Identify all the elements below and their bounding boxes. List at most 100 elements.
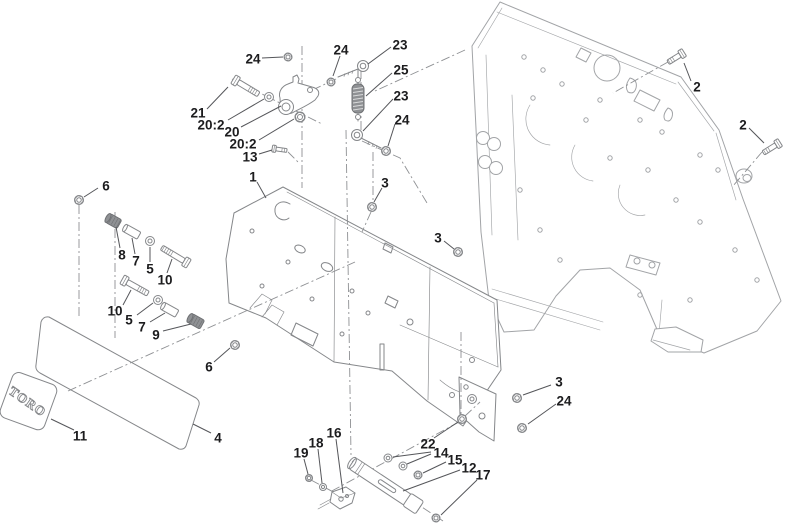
callout-label-13[interactable]: 13 — [242, 150, 258, 165]
leader-line — [83, 187, 99, 198]
callout-label-21[interactable]: 21 — [190, 106, 206, 121]
leader-line — [261, 56, 284, 59]
leader-line — [213, 347, 231, 363]
callout-label-9[interactable]: 9 — [152, 328, 160, 343]
nut-24-lower-right-icon — [517, 423, 527, 433]
hardware-layer — [74, 48, 783, 523]
callout-label-12[interactable]: 12 — [461, 461, 476, 476]
callout-label-3[interactable]: 3 — [434, 231, 442, 246]
callout-label-7[interactable]: 7 — [132, 254, 140, 269]
callout-label-20-2[interactable]: 20:2 — [197, 118, 224, 133]
main-frame-part-1 — [225, 186, 502, 442]
leader-line — [162, 323, 192, 332]
nut-3-lower-icon — [512, 393, 522, 403]
callout-label-24[interactable]: 24 — [333, 43, 349, 58]
washer-18-icon — [319, 483, 327, 491]
callout-label-23[interactable]: 23 — [393, 89, 409, 104]
nut-24-top-left-icon — [283, 52, 293, 62]
callout-label-23[interactable]: 23 — [392, 38, 408, 53]
callout-label-24[interactable]: 24 — [245, 52, 261, 67]
leader-line — [402, 469, 461, 492]
nut-6-lower-icon — [230, 340, 240, 350]
callout-label-10[interactable]: 10 — [107, 304, 122, 319]
leader-line — [440, 479, 478, 516]
nut-17-icon — [431, 513, 441, 523]
spring-eyebolt-top-part-23 — [337, 60, 369, 78]
washer-20-2-upper-icon — [264, 92, 274, 102]
callout-label-3[interactable]: 3 — [381, 176, 389, 191]
leader-line — [373, 187, 383, 203]
leader-line — [317, 448, 323, 484]
callout-label-3[interactable]: 3 — [555, 375, 563, 390]
cover-plate-part-4 — [35, 316, 200, 450]
nut-15-icon — [413, 470, 423, 480]
main-frame-holes — [249, 228, 475, 398]
leader-line — [149, 312, 166, 323]
callout-label-24[interactable]: 24 — [394, 113, 410, 128]
leader-line — [367, 46, 392, 65]
pin-8-icon — [104, 213, 122, 229]
callout-label-2[interactable]: 2 — [693, 80, 701, 95]
callout-label-18[interactable]: 18 — [308, 436, 324, 451]
bolt-10-upper-icon — [160, 245, 192, 269]
callout-label-17[interactable]: 17 — [475, 468, 490, 483]
pin-9-icon — [186, 313, 205, 330]
callout-label-24[interactable]: 24 — [556, 394, 572, 409]
nut-24-spring-lower-icon — [381, 146, 391, 156]
leader-line — [192, 423, 212, 434]
callout-label-5[interactable]: 5 — [125, 313, 133, 328]
flange-nut-20-2-lower-icon — [294, 111, 306, 123]
toro-decal-part-11: TORO — [0, 372, 58, 431]
spacer-7-upper-icon — [122, 223, 141, 240]
leader-line — [683, 62, 692, 82]
nut-6-upper-icon — [74, 195, 84, 205]
leader-lines — [50, 46, 765, 516]
bolt-2-right-icon — [761, 138, 783, 156]
spring-eyebolt-bottom-part-23 — [351, 129, 382, 149]
callout-label-5[interactable]: 5 — [146, 262, 154, 277]
bolt-3-middle-icon — [367, 202, 377, 212]
leader-line — [136, 302, 154, 316]
leader-line — [362, 98, 394, 132]
leader-line — [406, 453, 432, 465]
leader-line — [206, 86, 229, 110]
callout-label-22[interactable]: 22 — [420, 437, 435, 452]
callout-label-14[interactable]: 14 — [433, 446, 449, 461]
spacer-7-lower-icon — [160, 301, 179, 318]
leader-line — [258, 149, 273, 155]
callout-label-4[interactable]: 4 — [214, 431, 222, 446]
leader-line — [303, 458, 309, 475]
leader-line — [131, 237, 136, 255]
callout-label-11[interactable]: 11 — [73, 429, 88, 444]
callout-label-16[interactable]: 16 — [326, 426, 342, 441]
callout-label-7[interactable]: 7 — [138, 320, 146, 335]
callout-label-1[interactable]: 1 — [249, 170, 257, 185]
bolt-13-icon — [271, 144, 288, 153]
leader-line — [115, 226, 121, 249]
bracket-part-16 — [317, 486, 356, 510]
bolt-21-icon — [230, 74, 260, 97]
leader-line — [392, 451, 432, 458]
leader-line — [227, 98, 265, 121]
leader-line — [443, 240, 455, 250]
machine-frame-outline — [471, 1, 782, 354]
leader-line — [433, 421, 459, 439]
rod-part-12 — [347, 456, 424, 514]
callout-label-19[interactable]: 19 — [293, 446, 308, 461]
bolt-2-upper-icon — [666, 48, 687, 65]
callout-label-10[interactable]: 10 — [157, 273, 172, 288]
washer-14-left-icon — [383, 453, 393, 463]
callout-label-20[interactable]: 20 — [224, 125, 239, 140]
callout-label-6[interactable]: 6 — [205, 360, 213, 375]
frame-foot — [650, 326, 704, 353]
callout-label-6[interactable]: 6 — [102, 179, 110, 194]
leader-line — [258, 118, 295, 141]
callout-label-15[interactable]: 15 — [447, 453, 463, 468]
frame-bumpers — [476, 131, 503, 175]
callout-label-20-2[interactable]: 20:2 — [229, 137, 256, 152]
callout-label-8[interactable]: 8 — [118, 248, 126, 263]
callout-label-25[interactable]: 25 — [393, 63, 409, 78]
callout-label-2[interactable]: 2 — [739, 118, 747, 133]
